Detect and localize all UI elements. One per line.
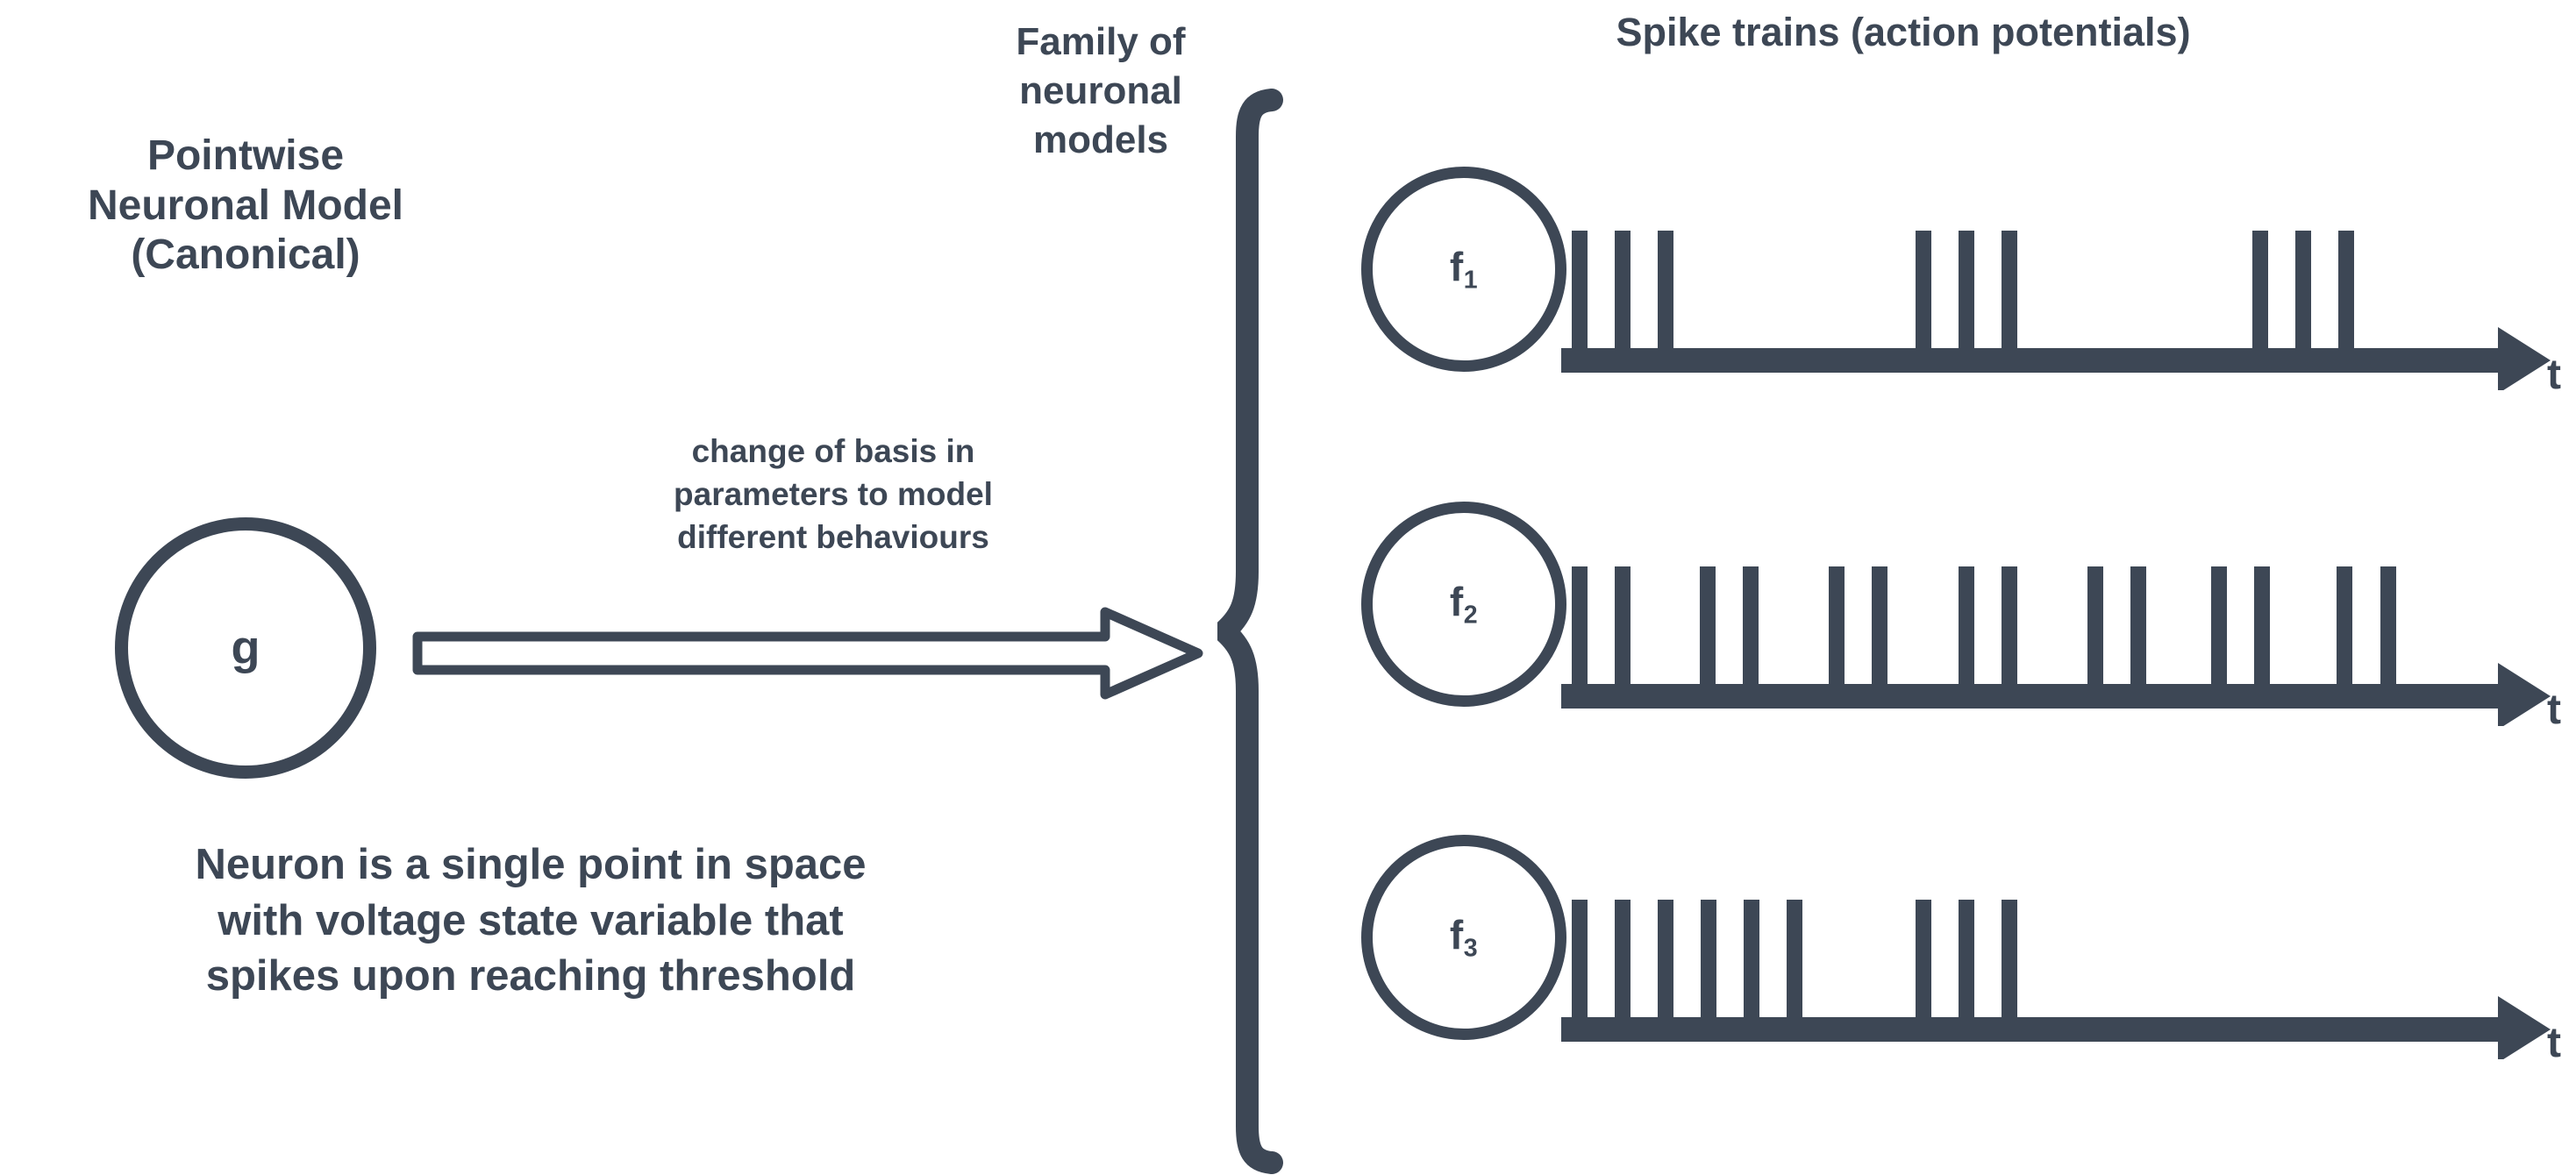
- spike-train-f1: [1561, 215, 2561, 390]
- left-curly-brace-icon: [1217, 89, 1283, 1174]
- model-node-f1-label: f1: [1449, 244, 1479, 295]
- change-of-basis-label: change of basis in parameters to model d…: [561, 430, 1105, 559]
- family-of-models-title: Family of neuronal models: [912, 18, 1289, 165]
- model-node-f3-label: f3: [1449, 912, 1479, 963]
- caption-line-1: Neuron is a single point in space: [195, 841, 867, 888]
- block-arrow-icon: [412, 607, 1203, 700]
- axis-label-t-f2: t: [2547, 687, 2561, 733]
- family-title-line-1: Family of: [1016, 20, 1186, 63]
- pointwise-model-title-line-3: (Canonical): [131, 231, 360, 279]
- spike-train-f3-plot: [1561, 900, 2551, 1059]
- family-title-line-3: models: [1032, 118, 1169, 161]
- model-node-f2-label: f2: [1449, 579, 1479, 630]
- change-of-basis-label-line-3: different behaviours: [677, 519, 989, 556]
- change-of-basis-label-line-1: change of basis in: [691, 433, 975, 469]
- pointwise-model-title-line-2: Neuronal Model: [87, 182, 404, 229]
- spike-train-f1-plot: [1561, 231, 2551, 390]
- model-node-f3-subscript: 3: [1463, 934, 1479, 963]
- spike-train-f2: [1561, 551, 2561, 726]
- spike-train-f3: [1561, 884, 2561, 1059]
- model-node-f3: f3: [1361, 835, 1566, 1040]
- spike-trains-title: Spike trains (action potentials): [1616, 10, 2191, 54]
- spike-train-f2-plot: [1561, 566, 2551, 726]
- axis-label-t-f1: t: [2547, 352, 2561, 398]
- caption-line-3: spikes upon reaching threshold: [205, 952, 856, 1001]
- caption-line-2: with voltage state variable that: [218, 896, 844, 944]
- neuron-node-g: g: [115, 517, 376, 779]
- model-node-f2-subscript: 2: [1463, 601, 1479, 630]
- model-node-f2: f2: [1361, 502, 1566, 707]
- change-of-basis-label-line-2: parameters to model: [674, 476, 993, 513]
- model-node-f1: f1: [1361, 167, 1566, 372]
- neuron-node-g-label: g: [231, 622, 260, 674]
- family-brace: [1217, 88, 1288, 1175]
- neuron-description-caption: Neuron is a single point in space with v…: [26, 837, 1035, 1005]
- axis-label-t-f3: t: [2547, 1020, 2561, 1066]
- pointwise-model-title-line-1: Pointwise: [146, 132, 345, 179]
- pointwise-model-title: Pointwise Neuronal Model (Canonical): [0, 132, 491, 281]
- model-node-f1-subscript: 1: [1463, 266, 1479, 295]
- change-of-basis-arrow: [412, 605, 1219, 701]
- family-title-line-2: neuronal: [1019, 68, 1182, 112]
